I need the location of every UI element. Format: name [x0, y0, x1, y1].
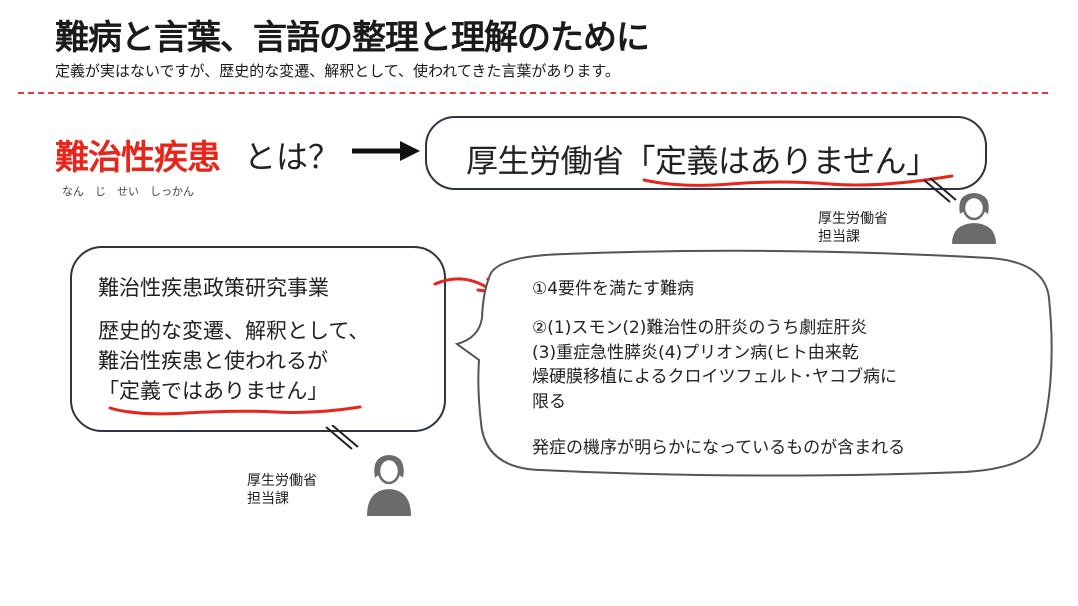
- top-speaker-line1: 厚生労働省: [818, 211, 888, 227]
- left-bubble-close-quote: 」: [307, 379, 329, 403]
- top-bubble-suffix: 」: [906, 142, 938, 180]
- speech-tail-left: [325, 425, 359, 450]
- left-speaker-line2: 担当課: [247, 491, 289, 507]
- right-bubble-item1: ①4要件を満たす難病: [532, 279, 695, 299]
- page-subtitle: 定義が実はないですが、歴史的な変遷、解釈として、使われてきた言葉があります。: [55, 62, 620, 80]
- left-bubble-line3: 「定義ではありません」: [98, 376, 369, 406]
- dashed-divider: [18, 92, 1048, 94]
- question-ruby: なん じ せい しっかん: [62, 185, 194, 198]
- right-bubble-item2: ②(1)スモン(2)難治性の肝炎のうち劇症肝炎 (3)重症急性膵炎(4)プリオン…: [532, 318, 897, 412]
- top-bubble-prefix: 厚生労働省「: [466, 142, 656, 180]
- right-thought-bubble: [454, 249, 1053, 477]
- left-bubble-emphasis: 定義ではありません: [119, 379, 308, 403]
- question-term: 難治性疾患: [55, 138, 221, 178]
- left-bubble-red-underline: [108, 405, 362, 416]
- top-speaker-label: 厚生労働省担当課: [818, 210, 888, 246]
- top-speech-bubble: [425, 116, 987, 190]
- person-icon: [367, 455, 411, 516]
- right-arrow-icon: [352, 141, 420, 161]
- page-title: 難病と言葉、言語の整理と理解のために: [55, 18, 650, 58]
- top-speaker-line2: 担当課: [818, 229, 860, 245]
- top-bubble-emphasis: 定義はありません: [655, 142, 907, 180]
- left-bubble-open-quote: 「: [98, 379, 119, 403]
- left-bubble-line2: 難治性疾患と使われるが: [98, 349, 328, 373]
- left-speaker-line1: 厚生労働省: [247, 473, 317, 489]
- left-speech-bubble: [70, 246, 446, 432]
- left-speaker-label: 厚生労働省担当課: [247, 472, 317, 508]
- left-bubble-body: 歴史的な変遷、解釈として、 難治性疾患と使われるが 「定義ではありません」: [98, 316, 369, 406]
- left-bubble-line1: 歴史的な変遷、解釈として、: [98, 319, 370, 343]
- top-bubble-text: 厚生労働省「定義はありません」: [466, 136, 938, 182]
- top-bubble-red-underline: [642, 174, 954, 187]
- person-icon: [952, 193, 996, 244]
- speech-tail-top: [923, 178, 957, 203]
- left-bubble-heading: 難治性疾患政策研究事業: [98, 276, 329, 300]
- question-rest: とは？: [244, 138, 341, 176]
- right-bubble-item3: 発症の機序が明らかになっているものが含まれる: [532, 438, 906, 458]
